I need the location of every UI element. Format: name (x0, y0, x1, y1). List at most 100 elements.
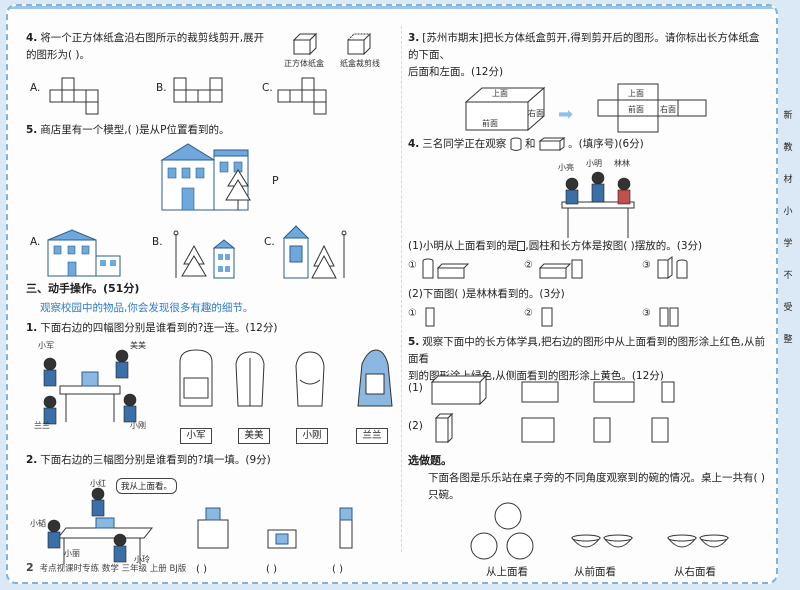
q5-line: 商店里有一个模型,( )是从P位置看到的。 (40, 124, 230, 136)
q4-line2: 的图形为( )。 (26, 49, 91, 61)
r4-options-row1: ① ② ③ (408, 256, 728, 284)
cut-cube-figure (347, 32, 371, 56)
option-mark[interactable]: ① (408, 260, 417, 271)
s1-kids-table-illustration (43, 349, 137, 425)
q5-number: 5. (26, 124, 38, 136)
s2-line: 下面右边的三幅图分别是谁看到的?填一填。(9分) (40, 454, 271, 466)
section3-title: 三、动手操作。(51分) (26, 282, 140, 295)
option-mark[interactable]: ② (524, 260, 533, 271)
q5-view-b (173, 230, 236, 279)
s1-kid-label: 小军 (38, 341, 54, 350)
r4-text-a: 三名同学正在观察 (422, 138, 507, 150)
q5-option-c[interactable]: C. (264, 236, 275, 248)
q4-option-c[interactable]: C. (262, 82, 273, 94)
s1-line: 下面右边的四幅图分别是谁看到的?连一连。(12分) (40, 322, 278, 334)
view-caption: 从上面看 (486, 566, 528, 578)
side-tab-char: 教 (783, 143, 793, 153)
q4-net-a (49, 77, 99, 115)
net-label: 右面 (660, 105, 676, 114)
view-caption: 从前面看 (574, 566, 616, 578)
choice-line2: 只碗。 (428, 489, 460, 501)
option-mark[interactable]: ② (524, 308, 533, 319)
s2-kid-label: 小红 (90, 479, 106, 488)
box-net (597, 83, 707, 133)
s1-answer-box[interactable]: 小军 (180, 428, 212, 444)
option-figure (659, 307, 679, 327)
bowls-front-view (570, 534, 634, 548)
r4-text-b: 和 (524, 138, 536, 150)
column-divider (401, 26, 402, 552)
view-caption: 从右面看 (674, 566, 716, 578)
left-column: 4.将一个正方体纸盒沿右图所示的裁剪线剪开,展开 的图形为( )。 正方体纸盒 … (26, 24, 398, 575)
side-tab-char: 学 (783, 239, 793, 249)
q4-text: 4.将一个正方体纸盒沿右图所示的裁剪线剪开,展开 的图形为( )。 (26, 30, 276, 64)
choice-title: 选做题。 (408, 454, 452, 467)
store-model (160, 143, 251, 211)
box-label: 上面 (492, 89, 508, 98)
box-label: 前面 (482, 119, 498, 128)
net-label: 上面 (628, 89, 644, 98)
option-mark[interactable]: ① (408, 308, 417, 319)
cube-caption: 正方体纸盒 (284, 59, 324, 68)
cylinder-icon (510, 137, 522, 151)
r3-text: 3.[苏州市期末]把长方体纸盒剪开,得到剪开后的图形。请你标出长方体纸盒的下面、… (408, 30, 768, 81)
side-tab-char: 新 (783, 111, 793, 121)
s1-answer-box[interactable]: 兰兰 (356, 428, 388, 444)
r4-text-c: 。(填序号)(6分) (568, 138, 644, 150)
r4-sub1-a: (1)小明从上面看到的是 (408, 240, 518, 252)
choice-line1: 下面各图是乐乐站在桌子旁的不同角度观察到的碗的情况。桌上一共有( ) (428, 472, 766, 484)
p-marker: P (272, 174, 279, 187)
side-tab-char: 小 (783, 207, 793, 217)
s2-kid-label: 小丽 (64, 549, 80, 558)
r4-options-row2: ① ② ③ (408, 306, 728, 330)
r4-sub1-b: ,圆柱和长方体是按图( )摆放的。(3分) (525, 240, 703, 252)
s1-backpack-views (179, 349, 393, 407)
right-column: 3.[苏州市期末]把长方体纸盒剪开,得到剪开后的图形。请你标出长方体纸盒的下面、… (408, 24, 768, 578)
q4-line1: 将一个正方体纸盒沿右图所示的裁剪线剪开,展开 (40, 32, 265, 44)
bowls-top-view (470, 502, 534, 560)
section3-tip: 观察校园中的物品,你会发现很多有趣的细节。 (40, 302, 254, 314)
speech-bubble: 我从上面看。 (116, 478, 178, 494)
cube-figure (292, 32, 318, 56)
side-tab: 新 教 材 小 学 不 受 整 (780, 100, 796, 356)
s2-blank[interactable]: ( ) (266, 564, 277, 575)
r4-kids-illustration (561, 171, 635, 238)
option-figure (538, 259, 583, 279)
s2-views (197, 507, 353, 549)
s1-kid-label: 美美 (130, 341, 146, 350)
s1-answer-box[interactable]: 小刚 (296, 428, 328, 444)
q5-option-a[interactable]: A. (30, 236, 41, 248)
r4-kid-label: 林林 (614, 159, 630, 168)
q5-text: 5.商店里有一个模型,( )是从P位置看到的。 (26, 122, 230, 139)
s1-answer-box[interactable]: 美美 (238, 428, 270, 444)
r4-kid-label: 小亮 (558, 163, 574, 172)
side-tab-char: 整 (783, 335, 793, 345)
q5-option-b[interactable]: B. (152, 236, 163, 248)
r4-text: 4.三名同学正在观察 和 。(填序号)(6分) (408, 136, 644, 153)
r4-sub1: (1)小明从上面看到的是 ,圆柱和长方体是按图( )摆放的。(3分) (408, 238, 702, 255)
s2-kid-label: 小韬 (30, 519, 46, 528)
q4-option-b[interactable]: B. (156, 82, 167, 94)
box-label: 右面 (528, 109, 544, 118)
s1-kid-label: 小刚 (130, 421, 146, 430)
footer-text: 考点视课时专练 数学 三年级 上册 BJ版 (39, 564, 187, 574)
r5-row-label: (2) (408, 420, 423, 432)
cut-caption: 纸盒裁剪线 (340, 59, 380, 68)
option-figure (657, 256, 688, 279)
q4-net-c (277, 77, 327, 115)
arrow-icon: ➡ (558, 104, 574, 125)
s2-blank[interactable]: ( ) (332, 564, 343, 575)
bowls-right-view (666, 534, 730, 548)
q4-option-a[interactable]: A. (30, 82, 41, 94)
r3-line2: 后面和左面。(12分) (408, 66, 504, 78)
s1-text: 1.下面右边的四幅图分别是谁看到的?连一连。(12分) (26, 320, 277, 337)
side-tab-char: 不 (783, 271, 793, 281)
s2-blank[interactable]: ( ) (196, 564, 207, 575)
option-mark[interactable]: ③ (642, 308, 651, 319)
side-tab-char: 受 (783, 303, 793, 313)
worksheet-page: 4.将一个正方体纸盒沿右图所示的裁剪线剪开,展开 的图形为( )。 正方体纸盒 … (6, 4, 778, 584)
r5-row2-figures (434, 412, 669, 444)
option-mark[interactable]: ③ (642, 260, 651, 271)
s2-kid-label: 小玲 (134, 555, 150, 564)
